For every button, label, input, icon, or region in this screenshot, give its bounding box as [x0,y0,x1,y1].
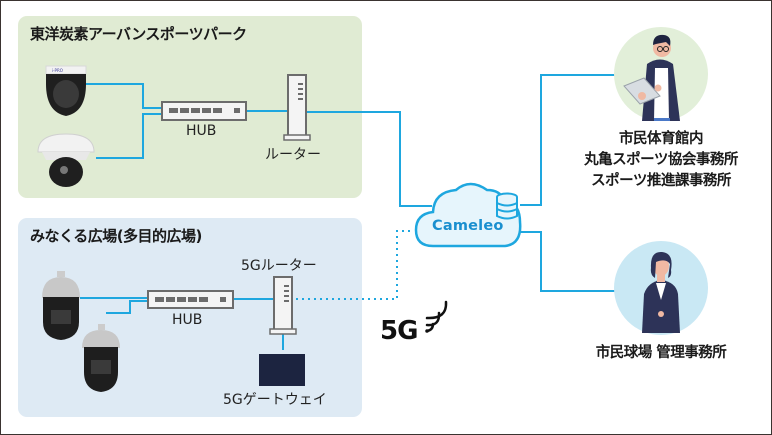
camera-ptz-1 [42,271,80,340]
5g-gateway [259,354,305,386]
router-1 [283,74,311,141]
5g-router [269,276,297,335]
cloud-label: Cameleo [432,218,504,234]
cameleo-cloud [414,182,522,248]
link-camera1-hub [86,83,162,109]
destination-line: スポーツ推進課事務所 [591,173,731,189]
router-label-site2: 5Gルーター [241,258,317,274]
camera-ptz-2 [82,324,120,392]
link-camera4-hub [106,300,148,314]
site-title: 東洋炭素アーバンスポーツパーク [30,25,247,43]
link-cloud-gym [520,74,616,206]
hub-label-site2: HUB [172,312,203,328]
5g-badge-label: 5G [380,316,418,346]
link-cloud-stadium [520,231,616,292]
router-label-site1: ルーター [265,147,321,163]
destination-links [520,74,616,292]
signal-waves-icon [425,300,448,333]
hub-label-site1: HUB [186,123,217,139]
gateway-label: 5Gゲートウェイ [223,392,327,408]
destination-line: 市民球場 管理事務所 [595,345,727,361]
link-router-cloud [306,111,432,207]
hub-switch-2 [147,290,234,309]
destination-stadium-label: 市民球場 管理事務所 [566,343,756,364]
hub-switch-1 [161,101,247,121]
site1-links [86,83,432,207]
destination-line: 丸亀スポーツ協会事務所 [584,152,738,168]
avatar-man-with-tablet [614,27,708,121]
database-icon [496,192,518,220]
camera-dome-ptz: i-PRO [45,65,87,116]
camera-dome [37,133,95,187]
destination-gym-label: 市民体育館内 丸亀スポーツ協会事務所 スポーツ推進課事務所 [566,129,756,192]
svg-text:i-PRO: i-PRO [52,68,63,73]
avatar-woman-office-worker [614,241,708,335]
site2-links [80,297,284,350]
site-title: みなくる広場(多目的広場) [30,227,202,245]
link-camera2-hub [96,113,162,159]
destination-line: 市民体育館内 [619,131,704,147]
